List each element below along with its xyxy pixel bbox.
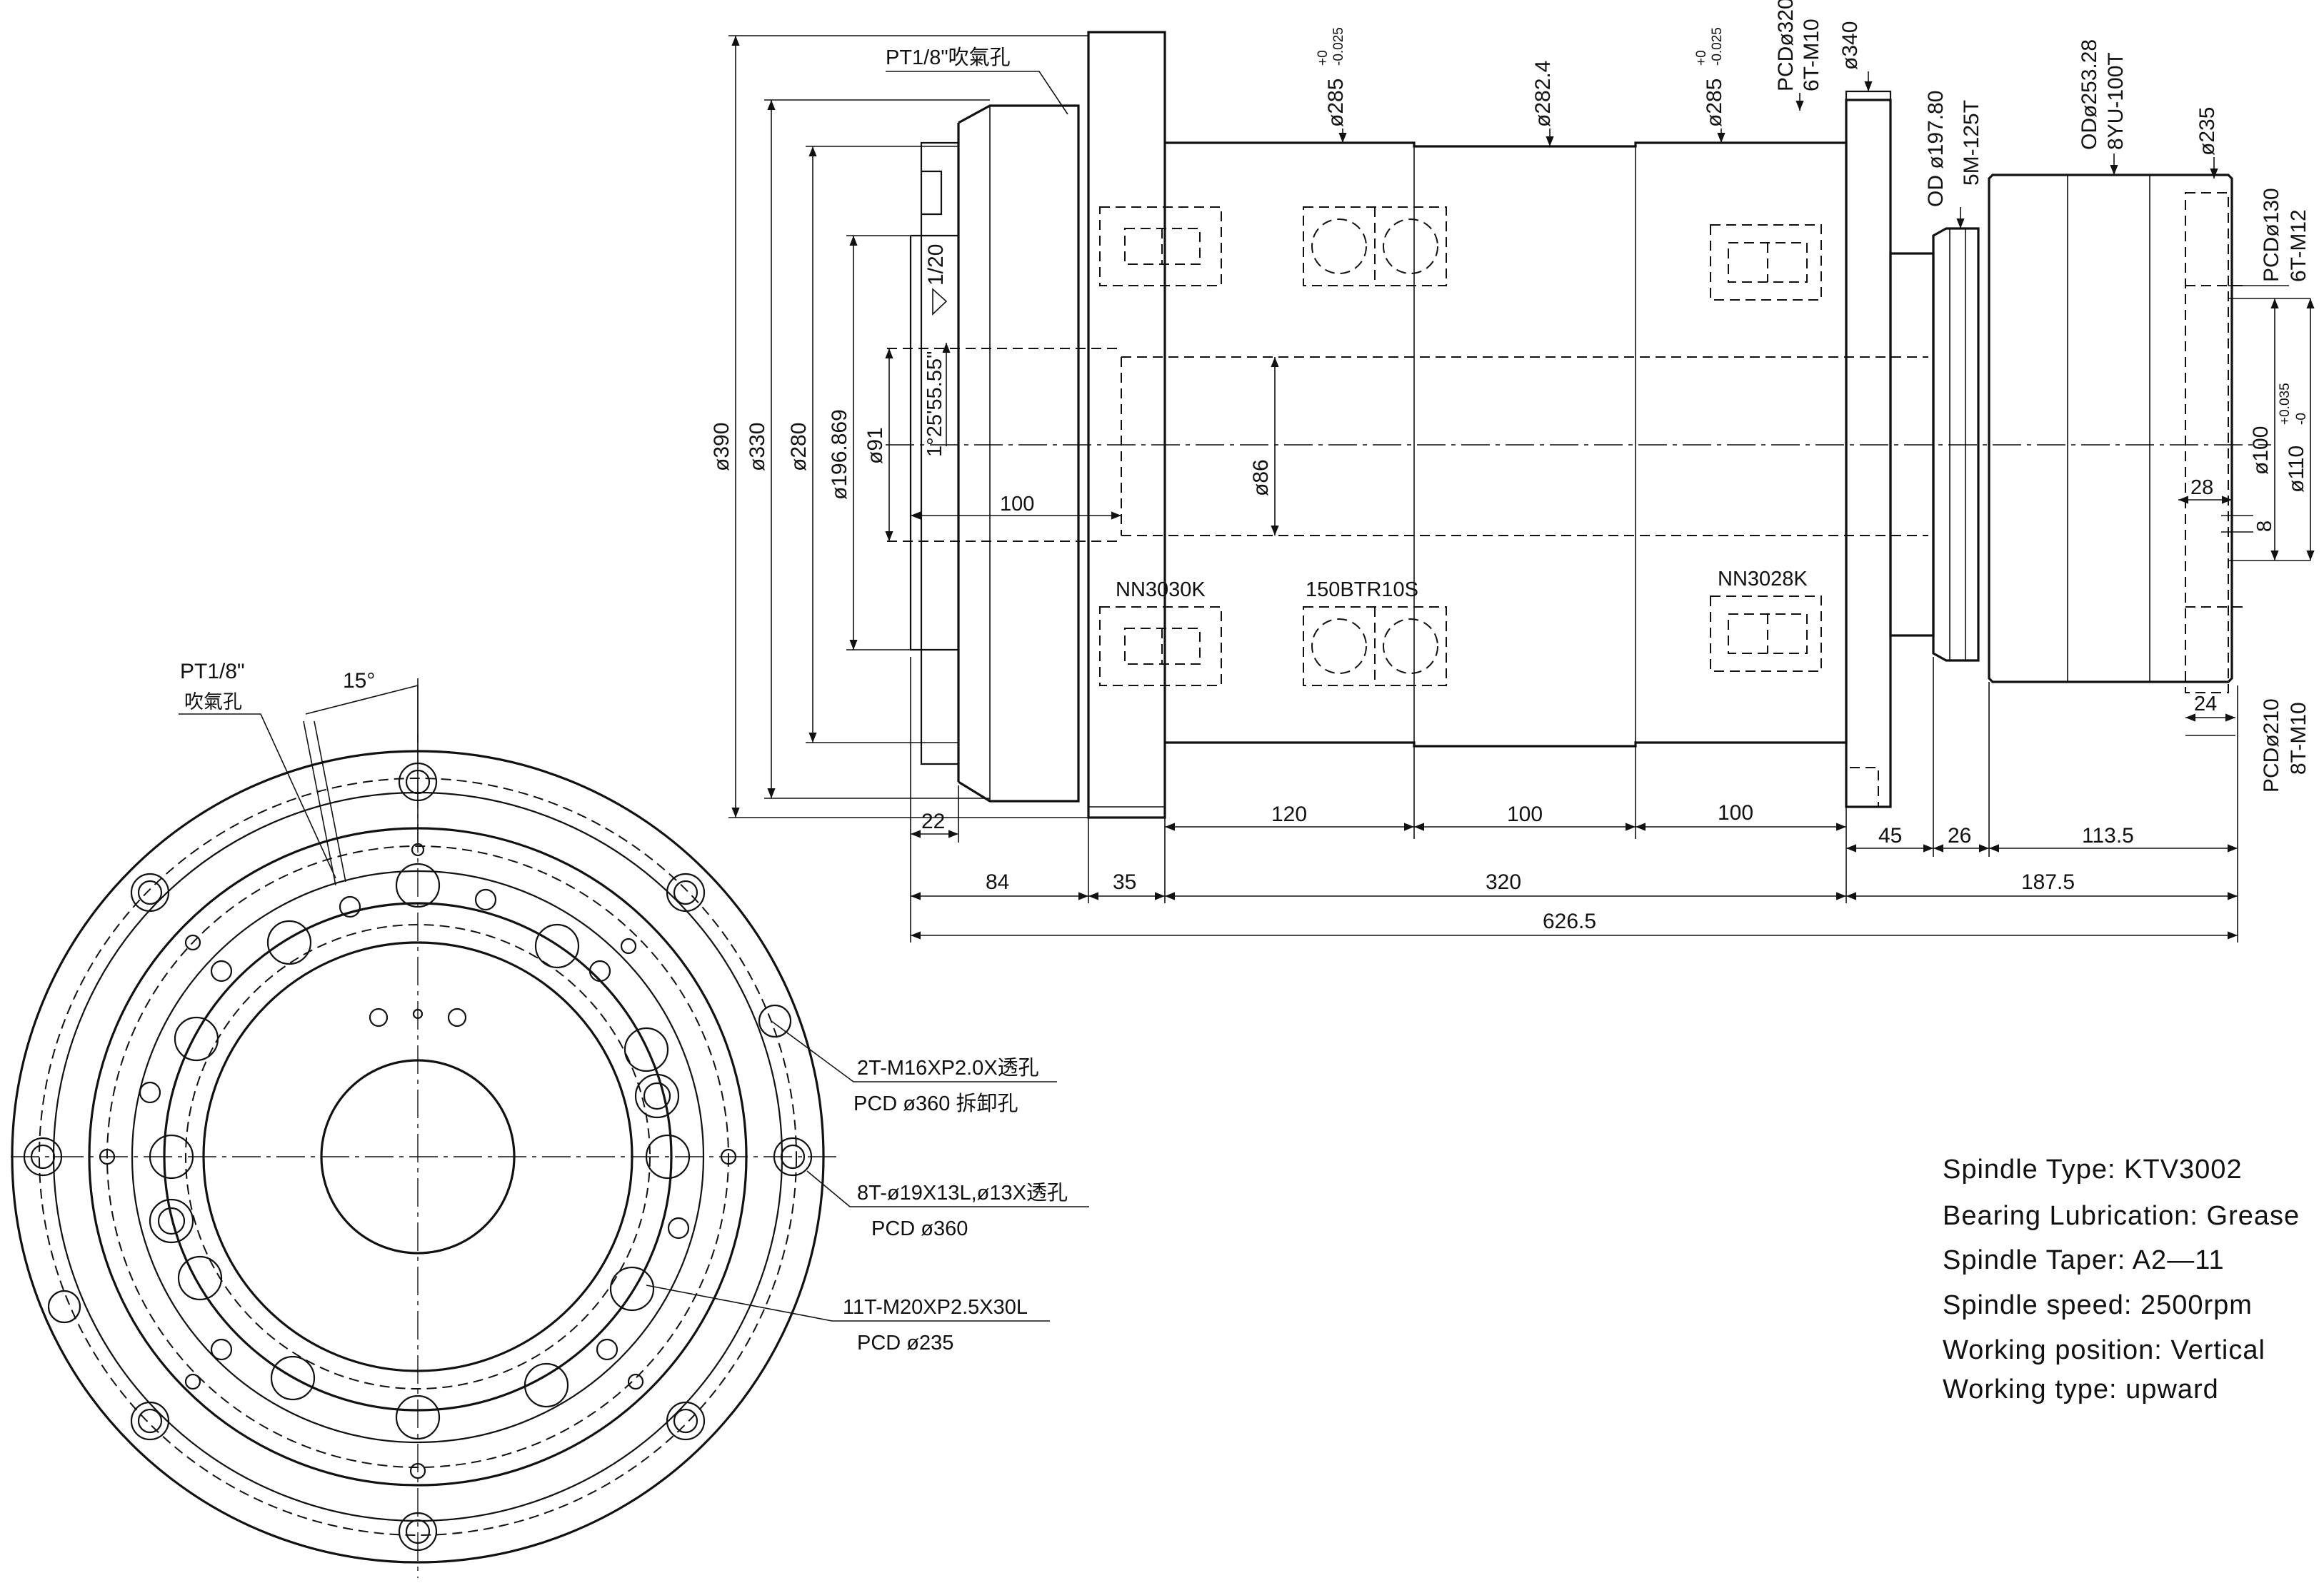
front-angle: 15° [343, 669, 375, 693]
label-d330: ø330 [746, 423, 769, 471]
air-hole-leader [179, 678, 419, 886]
dim-35: 35 [1113, 870, 1136, 894]
front-view: PT1/8" 吹氣孔 15° 2T-M16XP2.0X透孔 PCD ø360 拆… [11, 660, 1089, 1578]
callout1-line1: 2T-M16XP2.0X透孔 [857, 1057, 1039, 1080]
label-m10-8t: 8T-M10 [2287, 702, 2310, 775]
callout2-line2: PCD ø360 [871, 1217, 968, 1240]
label-bearing-btr: 150BTR10S [1306, 578, 1418, 601]
spec-type: Spindle Type: KTV3002 [1943, 1155, 2243, 1185]
dim-22: 22 [921, 810, 945, 833]
label-d86: ø86 [1249, 459, 1273, 496]
label-m12-6t: 6T-M12 [2287, 209, 2310, 282]
bearing-btr-bottom [1303, 606, 1447, 686]
spec-lubrication: Bearing Lubrication: Grease [1943, 1201, 2300, 1231]
label-d285b-tol-dn: -0.025 [1710, 27, 1725, 66]
label-len100: 100 [1000, 493, 1034, 516]
m20-holes [149, 863, 691, 1440]
dim-84: 84 [986, 870, 1009, 894]
label-air-hole: PT1/8"吹氣孔 [886, 46, 1011, 69]
label-d390: ø390 [710, 423, 733, 471]
top-leaders [886, 71, 2218, 228]
pulley-5m [1932, 227, 1980, 662]
dim-187: 187.5 [2021, 870, 2075, 894]
label-pcd130: PCDø130 [2260, 188, 2283, 282]
pulley-8yu [1988, 174, 2243, 693]
front-bore [320, 1059, 516, 1255]
label-d196: ø196.869 [828, 409, 851, 500]
side-view: PT1/8"吹氣孔 ø285 +0 -0.025 ø282.4 ø285 +0 … [710, 0, 2315, 943]
dim-100b: 100 [1718, 801, 1753, 825]
label-d235: ø235 [2195, 107, 2219, 156]
label-d285b-tol-up: +0 [1694, 50, 1709, 66]
label-d110: ø110 [2285, 446, 2308, 493]
label-belt-8yu: 8YU-100T [2104, 52, 2128, 150]
label-m10-6t: 6T-M10 [1800, 19, 1823, 91]
spec-working: Working type: upward [1943, 1375, 2219, 1404]
bottom-dims [910, 657, 2238, 943]
label-d285a-tol-dn: -0.025 [1331, 27, 1346, 66]
front-air-hole: PT1/8" [180, 660, 245, 683]
label-d340: ø340 [1838, 21, 1862, 70]
spec-position: Working position: Vertical [1943, 1335, 2265, 1365]
label-d110-tol-dn: -0 [2294, 413, 2309, 425]
label-d282: ø282.4 [1531, 61, 1555, 127]
bearing-nn3030k-top [1099, 206, 1222, 286]
label-d110-tol-up: +0.035 [2278, 383, 2293, 425]
label-pcd210: PCDø210 [2260, 698, 2283, 793]
right-dims [2178, 285, 2315, 736]
dim-100a: 100 [1507, 803, 1543, 826]
bearing-nn3028k-bottom [1710, 595, 1822, 672]
label-d285a-tol-up: +0 [1316, 50, 1331, 66]
label-od253: ODø253.28 [2078, 39, 2101, 150]
dim-45: 45 [1878, 824, 1902, 848]
dim-320: 320 [1486, 870, 1521, 894]
label-bearing-nn3030k: NN3030K [1116, 578, 1206, 601]
dim-120: 120 [1271, 803, 1307, 826]
bearing-btr-top [1303, 206, 1447, 286]
spec-speed: Spindle speed: 2500rpm [1943, 1290, 2253, 1320]
dim-626: 626.5 [1543, 910, 1596, 933]
inner-bore [887, 348, 1928, 542]
small-holes [99, 843, 737, 1479]
label-d91: ø91 [863, 427, 887, 464]
label-belt-5m: 5M-125T [1960, 100, 1983, 186]
label-d285a: ø285 [1324, 79, 1348, 127]
label-bearing-nn3028k: NN3028K [1718, 568, 1808, 591]
callout2-line1: 8T-ø19X13L,ø13X透孔 [857, 1182, 1068, 1205]
rear-flange [1845, 90, 1892, 808]
label-taper: 1/20 [924, 244, 948, 286]
label-d100: ø100 [2249, 426, 2273, 475]
dim-26: 26 [1948, 824, 1971, 848]
label-angle: 1°25'55.55" [923, 351, 946, 457]
callout1-line2: PCD ø360 拆卸孔 [853, 1092, 1018, 1115]
callout3-line2: PCD ø235 [857, 1332, 953, 1355]
label-w8: 8 [2253, 521, 2276, 532]
label-w28: 28 [2190, 476, 2213, 499]
dim-113: 113.5 [2082, 824, 2134, 848]
left-diameter-dims [728, 35, 1279, 818]
label-od197: OD ø197.80 [1924, 91, 1948, 207]
callout3-line1: 11T-M20XP2.5X30L [843, 1296, 1028, 1319]
bearing-nn3030k-bottom [1099, 606, 1222, 686]
label-d280: ø280 [787, 423, 811, 471]
label-w24: 24 [2194, 693, 2217, 715]
label-pcd320: PCDø320 [1774, 0, 1798, 91]
spec-taper: Spindle Taper: A2—11 [1943, 1245, 2225, 1275]
housing-flange [1087, 31, 1166, 819]
front-air-hole-cn: 吹氣孔 [184, 691, 242, 713]
spec-block: Spindle Type: KTV3002 Bearing Lubricatio… [1943, 1155, 2300, 1404]
label-d285b: ø285 [1703, 79, 1726, 127]
callout-leaders [646, 1020, 1089, 1322]
bearing-nn3028k-top [1710, 224, 1822, 301]
